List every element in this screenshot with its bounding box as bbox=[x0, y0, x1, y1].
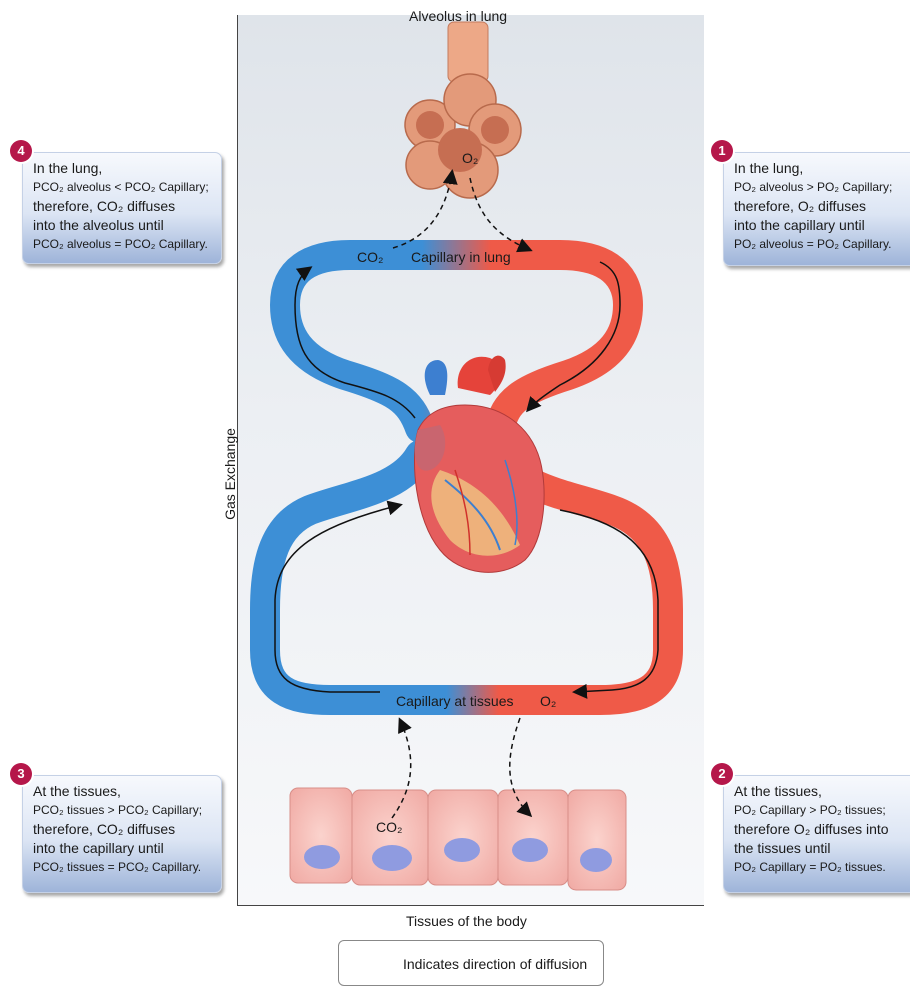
note-4-line-4: into the alveolus until bbox=[33, 216, 213, 235]
legend-text: Indicates direction of diffusion bbox=[403, 956, 587, 972]
co2-tissues-label: CO₂ bbox=[376, 819, 402, 835]
o2-tissues-label: O₂ bbox=[540, 693, 556, 709]
note-1-line-4: into the capillary until bbox=[734, 216, 910, 235]
capillary-lung-label: Capillary in lung bbox=[411, 249, 511, 265]
legend-box: Indicates direction of diffusion bbox=[338, 940, 604, 986]
o2-alveolus-label: O₂ bbox=[462, 150, 478, 166]
step-3-badge: 3 bbox=[10, 763, 32, 785]
note-2-tissues-o2: At the tissues, PO₂ Capillary > PO₂ tiss… bbox=[723, 775, 910, 893]
note-2-line-4: the tissues until bbox=[734, 839, 910, 858]
note-1-line-3: therefore, O₂ diffuses bbox=[734, 197, 910, 216]
note-1-lung-o2: In the lung, PO₂ alveolus > PO₂ Capillar… bbox=[723, 152, 910, 266]
note-1-line-2: PO₂ alveolus > PO₂ Capillary; bbox=[734, 178, 910, 197]
note-4-line-2: PCO₂ alveolus < PCO₂ Capillary; bbox=[33, 178, 213, 197]
note-2-line-1: At the tissues, bbox=[734, 782, 910, 801]
capillary-tissues-label: Capillary at tissues bbox=[396, 693, 514, 709]
note-2-line-2: PO₂ Capillary > PO₂ tissues; bbox=[734, 801, 910, 820]
note-3-line-1: At the tissues, bbox=[33, 782, 213, 801]
step-4-badge: 4 bbox=[10, 140, 32, 162]
note-3-line-4: into the capillary until bbox=[33, 839, 213, 858]
note-1-line-1: In the lung, bbox=[734, 159, 910, 178]
note-4-line-5: PCO₂ alveolus = PCO₂ Capillary. bbox=[33, 235, 213, 254]
note-1-line-5: PO₂ alveolus = PO₂ Capillary. bbox=[734, 235, 910, 254]
co2-lung-label: CO₂ bbox=[357, 249, 383, 265]
step-2-badge: 2 bbox=[711, 763, 733, 785]
note-3-line-3: therefore, CO₂ diffuses bbox=[33, 820, 213, 839]
step-1-badge: 1 bbox=[711, 140, 733, 162]
note-4-lung-co2: In the lung, PCO₂ alveolus < PCO₂ Capill… bbox=[22, 152, 222, 264]
gas-exchange-label: Gas Exchange bbox=[222, 404, 238, 544]
alveolus-illustration bbox=[405, 22, 521, 198]
lung-capillary-loop bbox=[285, 255, 628, 428]
note-3-tissues-co2: At the tissues, PCO₂ tissues > PCO₂ Capi… bbox=[22, 775, 222, 893]
note-4-line-1: In the lung, bbox=[33, 159, 213, 178]
note-3-line-2: PCO₂ tissues > PCO₂ Capillary; bbox=[33, 801, 213, 820]
tissue-cells bbox=[290, 788, 626, 890]
note-3-line-5: PCO₂ tissues = PCO₂ Capillary. bbox=[33, 858, 213, 877]
note-4-line-3: therefore, CO₂ diffuses bbox=[33, 197, 213, 216]
note-2-line-3: therefore O₂ diffuses into bbox=[734, 820, 910, 839]
note-2-line-5: PO₂ Capillary = PO₂ tissues. bbox=[734, 858, 910, 877]
alveolus-label: Alveolus in lung bbox=[409, 8, 507, 24]
tissues-label: Tissues of the body bbox=[406, 913, 527, 929]
